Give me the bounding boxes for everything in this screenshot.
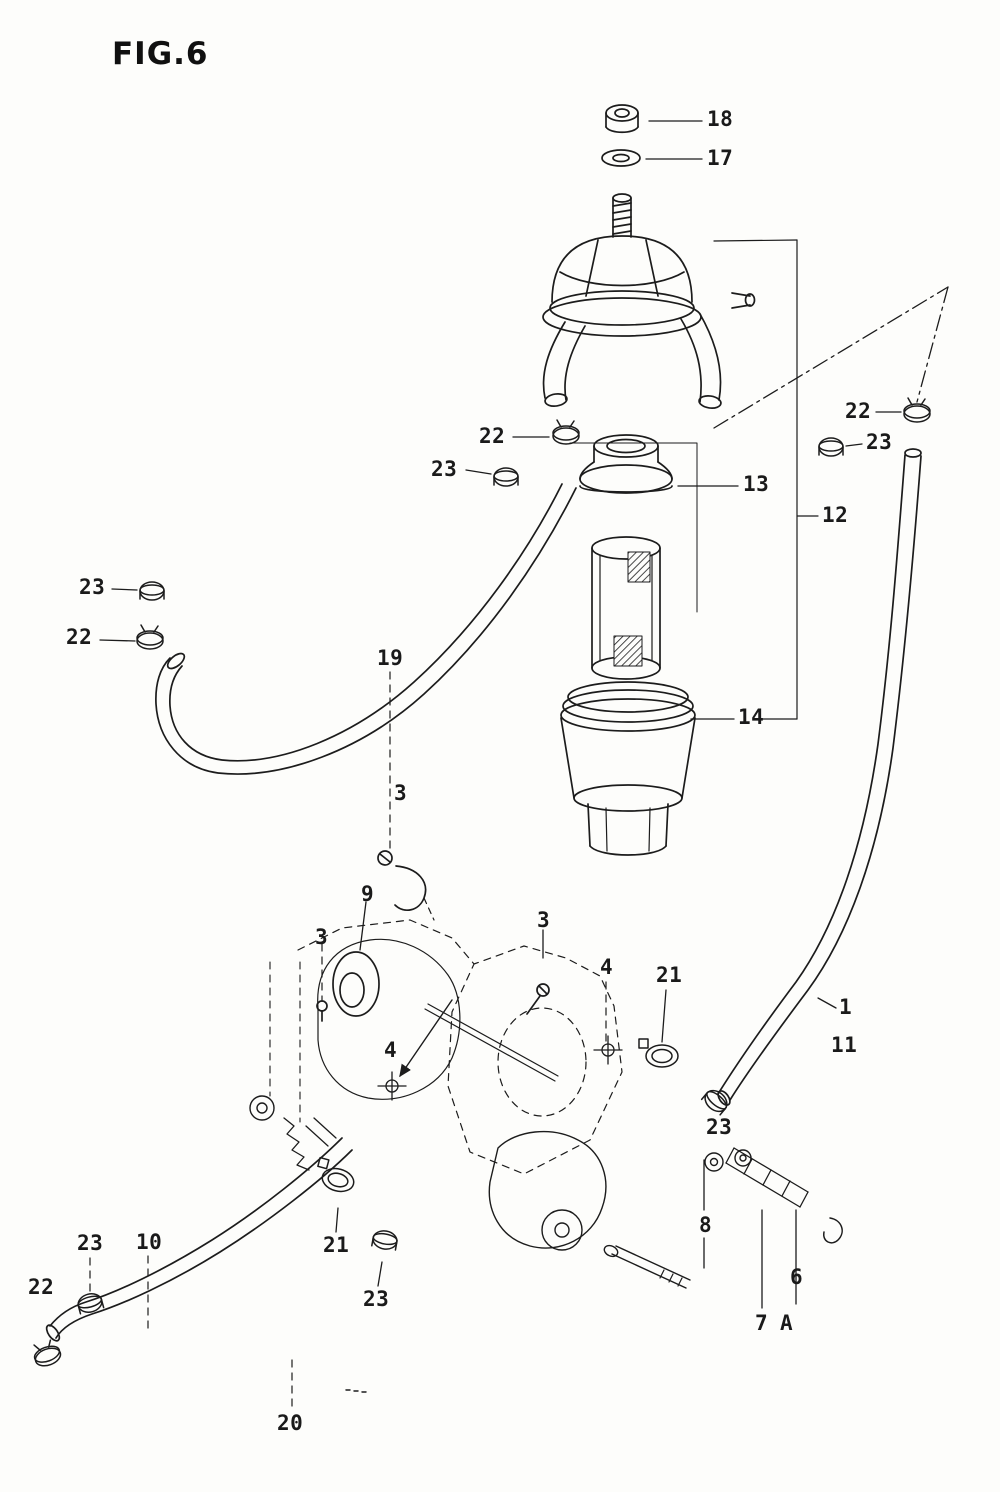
mount-point-crosshair: [377, 1035, 623, 1101]
figure-title: FIG.6: [112, 36, 209, 72]
filter-bowl: [560, 681, 696, 856]
dashed-leaders: [89, 671, 607, 1407]
callout-14: 14: [738, 705, 765, 729]
routing-line: [713, 286, 949, 429]
callout-22-a: 22: [479, 424, 506, 448]
filter-element: [591, 536, 661, 680]
callout-4-b: 4: [384, 1038, 398, 1062]
callout-8: 8: [699, 1213, 713, 1237]
callout-12: 12: [822, 503, 849, 527]
callout-6: 6: [790, 1265, 804, 1289]
callout-10: 10: [136, 1230, 163, 1254]
mount-bracket: [725, 1147, 809, 1309]
callout-11: 11: [831, 1033, 858, 1057]
carburetor-assembly: [249, 919, 809, 1393]
callout-22-d: 22: [28, 1275, 55, 1299]
callout-7: 7: [755, 1311, 769, 1335]
callout-23-e: 23: [77, 1231, 104, 1255]
callout-21-a: 21: [656, 963, 683, 987]
callout-22-c: 22: [66, 625, 93, 649]
callout-19: 19: [377, 646, 404, 670]
fuel-hoses: [45, 448, 922, 1342]
callout-22-b: 22: [845, 399, 872, 423]
callout-4-a: 4: [600, 955, 614, 979]
filter-cup: [579, 434, 673, 494]
callout-23-b: 23: [866, 430, 893, 454]
callout-3-a: 3: [394, 781, 408, 805]
fuel-pump-body: [542, 235, 756, 409]
nut-washer-stud: [601, 104, 641, 238]
small-parts: [316, 850, 843, 1244]
callout-3-b: 3: [315, 925, 329, 949]
callout-A: A: [780, 1311, 794, 1335]
callout-9: 9: [361, 882, 375, 906]
callout-18: 18: [707, 107, 734, 131]
callout-17: 17: [707, 146, 734, 170]
callout-23-f: 23: [363, 1287, 390, 1311]
hose-clamps: [29, 397, 931, 1370]
callout-13: 13: [743, 472, 770, 496]
callout-23-d: 23: [706, 1115, 733, 1139]
callout-23-c: 23: [79, 575, 106, 599]
callout-1: 1: [839, 995, 853, 1019]
callout-20: 20: [277, 1411, 304, 1435]
leader-lines: [99, 120, 902, 1287]
callout-23-a: 23: [431, 457, 458, 481]
callout-3-c: 3: [537, 908, 551, 932]
callout-21-b: 21: [323, 1233, 350, 1257]
reference-brackets: [569, 239, 819, 720]
